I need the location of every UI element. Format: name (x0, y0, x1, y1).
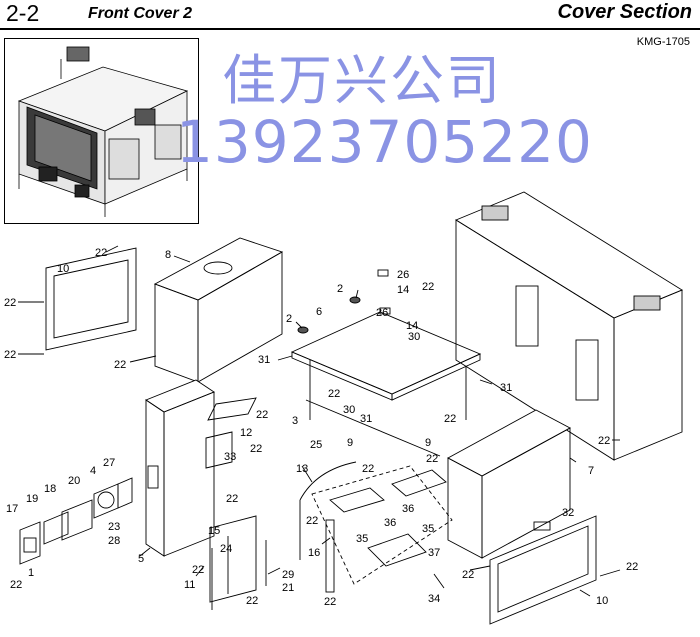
callout-18: 18 (44, 483, 56, 495)
callout-31: 31 (360, 413, 372, 425)
callout-29: 29 (282, 569, 294, 581)
callout-10: 10 (57, 263, 69, 275)
section-name: Cover Section (557, 1, 692, 23)
callout-28: 28 (108, 535, 120, 547)
callout-35: 35 (422, 523, 434, 535)
part-bracket (207, 397, 257, 421)
callout-26: 26 (376, 307, 388, 319)
callout-23: 23 (108, 521, 120, 533)
callout-14: 14 (397, 284, 409, 296)
callout-10: 10 (596, 595, 608, 607)
callout-31: 31 (500, 382, 512, 394)
callout-27: 27 (103, 457, 115, 469)
part-mount-bracket (209, 515, 257, 603)
callout-12: 12 (240, 427, 252, 439)
callout-16: 16 (308, 547, 320, 559)
callout-22: 22 (422, 281, 434, 293)
callout-22: 22 (306, 515, 318, 527)
callout-22: 22 (626, 561, 638, 573)
callout-26: 26 (397, 269, 409, 281)
callout-25: 25 (310, 439, 322, 451)
callout-5: 5 (138, 553, 144, 565)
callout-14: 14 (406, 320, 418, 332)
callout-32: 32 (562, 507, 574, 519)
callout-22: 22 (328, 388, 340, 400)
machine-overview-inset (4, 38, 199, 224)
callout-22: 22 (4, 297, 16, 309)
header-rule (0, 28, 700, 30)
callout-9: 9 (425, 437, 431, 449)
callout-22: 22 (444, 413, 456, 425)
callout-22: 22 (324, 596, 336, 608)
callout-3: 3 (292, 415, 298, 427)
callout-22: 22 (10, 579, 22, 591)
callout-20: 20 (68, 475, 80, 487)
callout-21: 21 (282, 582, 294, 594)
callout-22: 22 (362, 463, 374, 475)
machine-overview-illustration (17, 46, 189, 217)
part-fan (93, 483, 119, 519)
watermark-phone: 13923705220 (176, 108, 593, 176)
callout-22: 22 (192, 564, 204, 576)
callout-22: 22 (250, 443, 262, 455)
callout-22: 22 (246, 595, 258, 607)
callout-35: 35 (356, 533, 368, 545)
callout-22: 22 (426, 453, 438, 465)
callout-30: 30 (343, 404, 355, 416)
callout-37: 37 (428, 547, 440, 559)
model-code: KMG-1705 (636, 36, 690, 48)
page-header: 2-2 Front Cover 2 Cover Section (0, 0, 700, 30)
part-front-panel-left (45, 247, 137, 351)
callout-34: 34 (428, 593, 440, 605)
callout-31: 31 (258, 354, 270, 366)
part-cable-guide (299, 461, 357, 501)
callout-2: 2 (337, 283, 343, 295)
part-front-panel-right (489, 515, 597, 625)
callout-22: 22 (598, 435, 610, 447)
callout-1: 1 (28, 567, 34, 579)
callout-labels: 22 10 22 22 8 22 2 26 14 22 6 2 26 14 30… (4, 247, 638, 608)
callout-22: 22 (256, 409, 268, 421)
callout-22: 22 (114, 359, 126, 371)
callout-9: 9 (347, 437, 353, 449)
callout-19: 19 (26, 493, 38, 505)
part-main-plate (290, 311, 482, 395)
callout-24: 24 (220, 543, 232, 555)
callout-4: 4 (90, 465, 96, 477)
callout-36: 36 (402, 503, 414, 515)
watermark-company: 佳万兴公司 (222, 49, 502, 112)
section-number: 2-2 (6, 0, 40, 26)
callout-11: 11 (184, 579, 195, 591)
callout-22: 22 (4, 349, 16, 361)
callout-7: 7 (588, 465, 594, 477)
part-connector-plate (19, 521, 41, 565)
callout-8: 8 (165, 249, 171, 261)
callout-15: 15 (208, 525, 220, 537)
callout-22: 22 (462, 569, 474, 581)
callout-33: 33 (224, 451, 236, 463)
callout-2: 2 (286, 313, 292, 325)
callout-22: 22 (95, 247, 107, 259)
page-title: Front Cover 2 (88, 5, 193, 22)
callout-6: 6 (316, 306, 322, 318)
callout-30: 30 (408, 331, 420, 343)
part-kit-box-34 (311, 465, 453, 585)
callout-17: 17 (6, 503, 18, 515)
callout-22: 22 (226, 493, 238, 505)
callout-36: 36 (384, 517, 396, 529)
callout-13: 13 (296, 463, 308, 475)
